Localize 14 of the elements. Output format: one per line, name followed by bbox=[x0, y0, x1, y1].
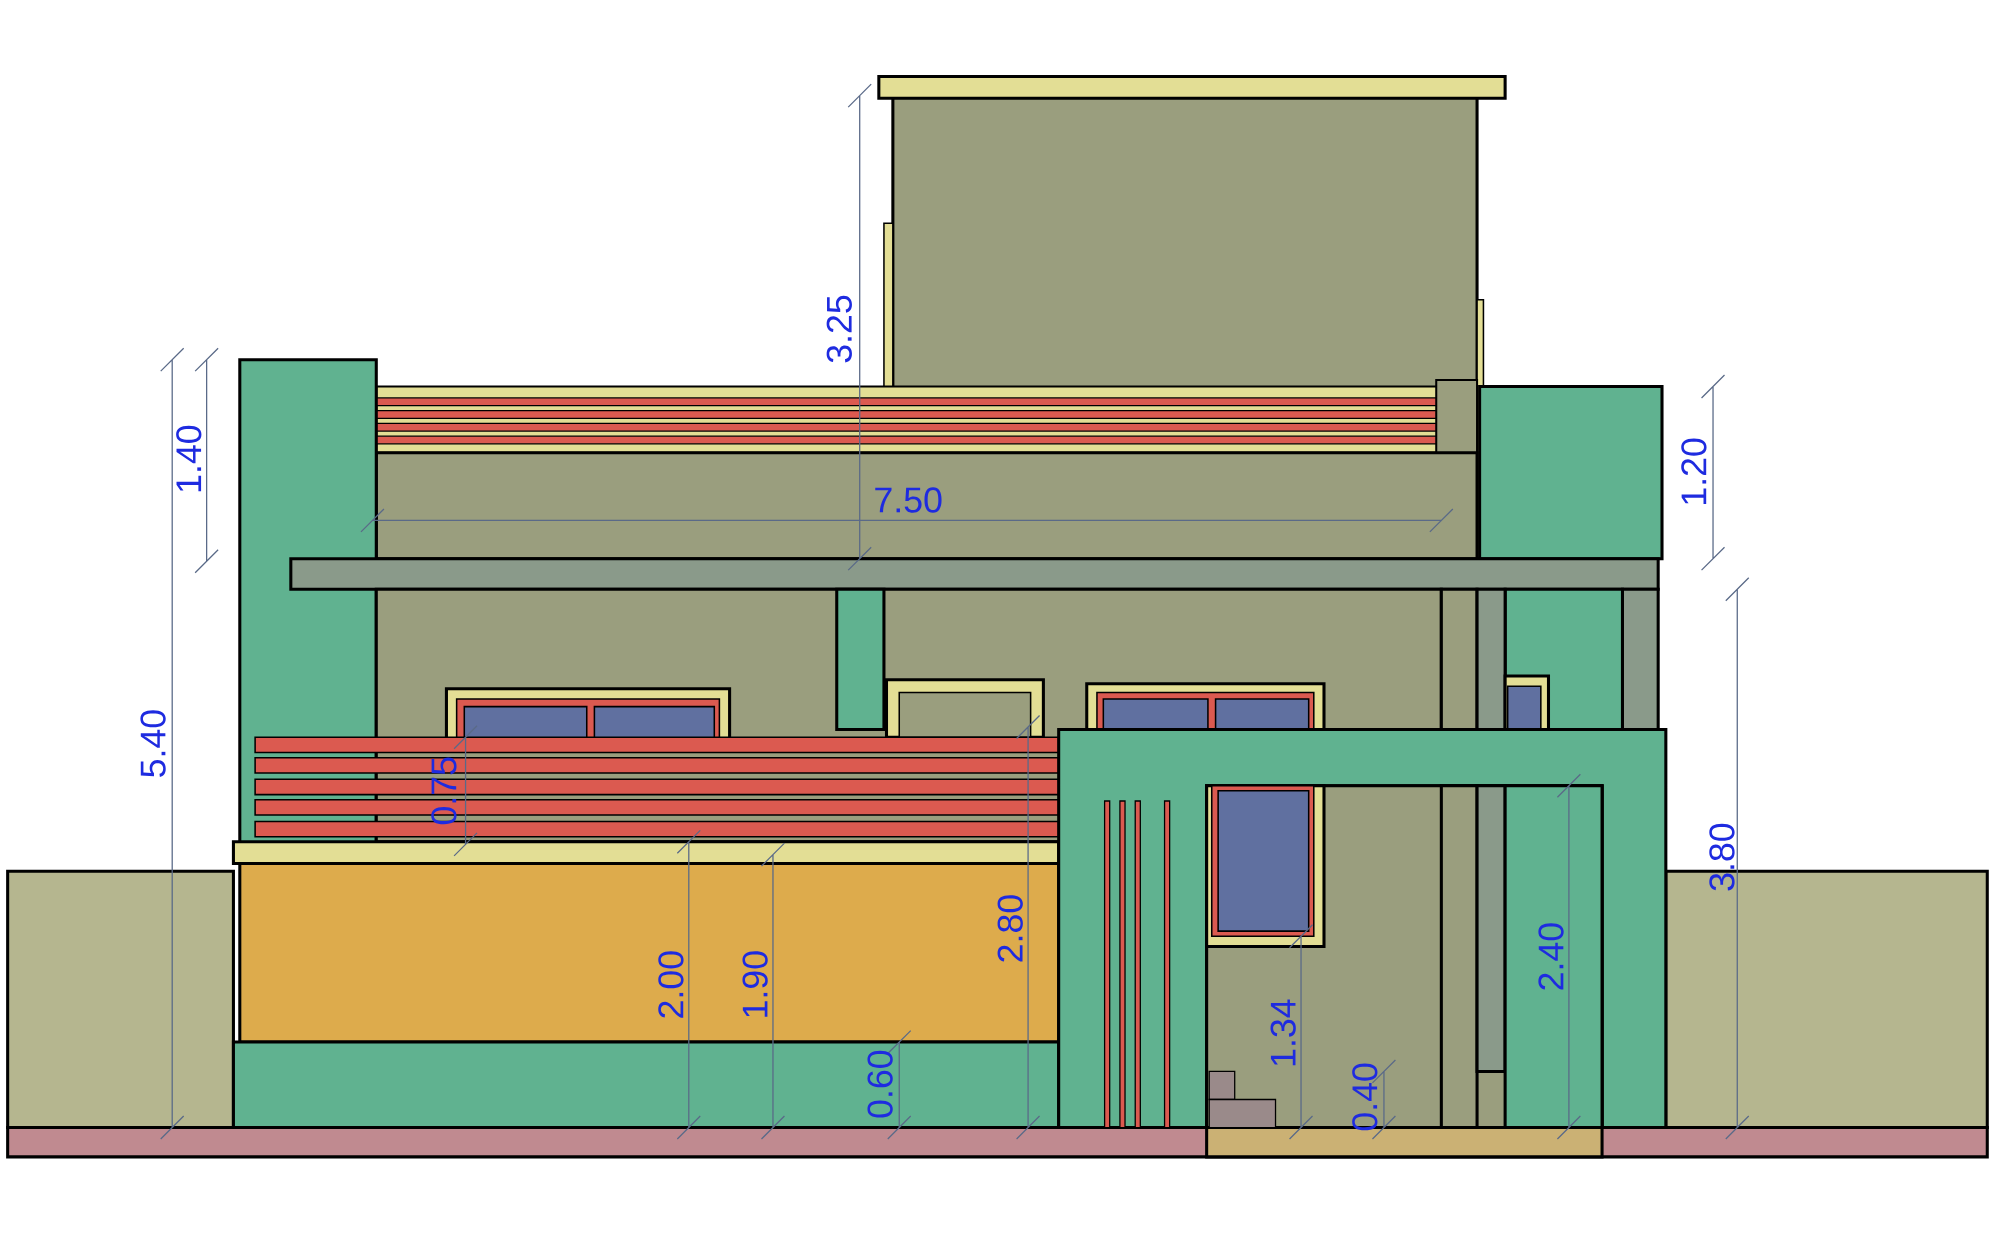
dimension-label: 0.75 bbox=[431, 757, 457, 825]
dimension-label: 5.40 bbox=[140, 710, 166, 777]
dimension-label: 3.25 bbox=[826, 295, 852, 363]
dimension-label: 1.90 bbox=[742, 951, 768, 1017]
dimension-label: 0.60 bbox=[867, 1050, 893, 1118]
dimension-label: 3.80 bbox=[1709, 823, 1735, 891]
dimension-label: 2.80 bbox=[997, 895, 1023, 962]
dimension-label: 1.40 bbox=[176, 425, 202, 492]
dimension-label: 2.00 bbox=[658, 951, 684, 1018]
dimension-label: 7.50 bbox=[875, 487, 942, 513]
dimension-label: 0.40 bbox=[1352, 1063, 1378, 1131]
dimension-label: 1.20 bbox=[1681, 438, 1707, 504]
dimension-label: 2.40 bbox=[1538, 923, 1564, 990]
dimension-label: 1.34 bbox=[1270, 999, 1296, 1066]
